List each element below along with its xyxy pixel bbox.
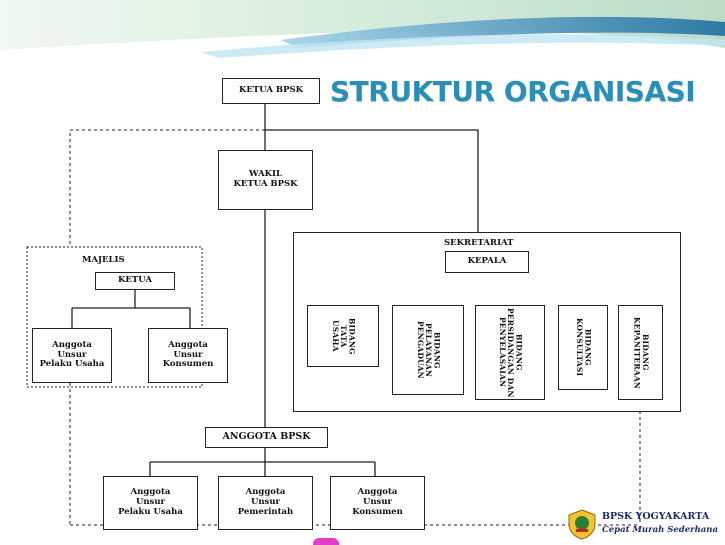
chart-title: STRUKTUR ORGANISASI: [330, 75, 696, 108]
majelis-member-konsumen-label: Anggota Unsur Konsumen: [162, 339, 214, 370]
bidang-konsultasi-label: BIDANG KONSULTASI: [575, 318, 593, 377]
wakil-ketua-label: WAKIL KETUA BPSK: [233, 169, 298, 189]
bidang-kepaniteraan-label: BIDANG KEPANITERAAN: [632, 316, 650, 389]
ketua-bpsk-label: KETUA BPSK: [239, 85, 303, 96]
bidang-persidangan-label: BIDANG PERSIDANGAN DAN PENYELASAIAN: [497, 307, 524, 398]
anggota-konsumen-box: Anggota Unsur Konsumen: [330, 476, 425, 530]
anggota-bpsk-label: ANGGOTA BPSK: [222, 431, 311, 443]
anggota-pelaku-box: Anggota Unsur Pelaku Usaha: [103, 476, 198, 530]
majelis-member-pelaku-label: Anggota Unsur Pelaku Usaha: [39, 339, 105, 370]
ketua-bpsk-box: KETUA BPSK: [222, 78, 320, 104]
bidang-pelayanan-box: BIDANG PELAYANAN PENGADUAN: [392, 305, 464, 395]
anggota-pelaku-label: Anggota Unsur Pelaku Usaha: [118, 487, 183, 517]
bidang-persidangan-box: BIDANG PERSIDANGAN DAN PENYELASAIAN: [475, 305, 545, 400]
bidang-kepaniteraan-box: BIDANG KEPANITERAAN: [618, 305, 663, 400]
bidang-tata-usaha-label: BIDANG TATA USAHA: [330, 317, 357, 355]
anggota-pemerintah-label: Anggota Unsur Pemerintah: [237, 487, 294, 517]
sekretariat-label: SEKRETARIAT: [444, 238, 514, 248]
anggota-bpsk-box: ANGGOTA BPSK: [205, 427, 328, 448]
sekretariat-kepala-box: KEPALA: [445, 251, 529, 273]
sekretariat-kepala-label: KEPALA: [467, 256, 507, 267]
majelis-ketua-label: KETUA: [118, 275, 152, 286]
bidang-pelayanan-label: BIDANG PELAYANAN PENGADUAN: [415, 321, 442, 379]
anggota-pemerintah-box: Anggota Unsur Pemerintah: [218, 476, 313, 530]
header-banner: [0, 0, 725, 70]
majelis-member-konsumen-box: Anggota Unsur Konsumen: [148, 328, 228, 383]
wakil-ketua-box: WAKIL KETUA BPSK: [218, 150, 313, 210]
bidang-tata-usaha-box: BIDANG TATA USAHA: [307, 305, 379, 367]
majelis-ketua-box: KETUA: [95, 272, 175, 290]
bpsk-logo-icon: [568, 509, 596, 540]
majelis-member-pelaku-box: Anggota Unsur Pelaku Usaha: [32, 328, 112, 383]
logo-name: BPSK YOGYAKARTA: [602, 511, 710, 522]
majelis-label: MAJELIS: [82, 255, 125, 265]
bidang-konsultasi-box: BIDANG KONSULTASI: [558, 305, 608, 390]
logo-tagline: Cepat Murah Sederhana: [602, 525, 718, 535]
bottom-decoration: [313, 538, 339, 545]
anggota-konsumen-label: Anggota Unsur Konsumen: [352, 487, 403, 517]
